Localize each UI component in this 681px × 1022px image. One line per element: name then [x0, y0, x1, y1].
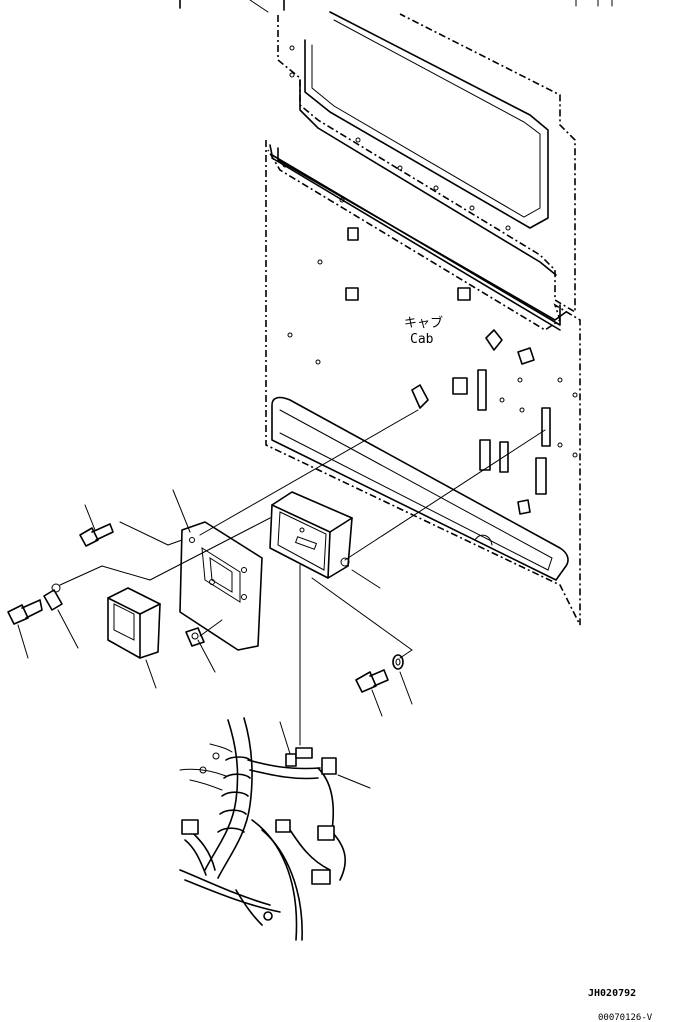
bolt-1: [79, 523, 114, 547]
grommet: [185, 627, 205, 647]
cab-upper-panel: [179, 0, 613, 314]
cab-label-en: Cab: [410, 332, 434, 347]
panel-holes: [282, 45, 578, 458]
clip-1: [43, 583, 63, 611]
cab-label-jp: キャブ: [404, 315, 443, 331]
small-controller-box: [107, 587, 161, 659]
bolt-2: [7, 599, 43, 625]
cab-lower-panel: キャブ Cab: [265, 45, 581, 626]
panel-brackets: [345, 227, 551, 515]
leader-lines: [17, 409, 546, 789]
drawing-code: JH020792: [588, 988, 636, 999]
wiring-harness: [179, 717, 346, 941]
washer: [392, 654, 404, 670]
sheet-code: 00070126-V: [598, 1013, 653, 1022]
bolt-3: [355, 669, 389, 693]
controller-unit: [269, 491, 353, 579]
